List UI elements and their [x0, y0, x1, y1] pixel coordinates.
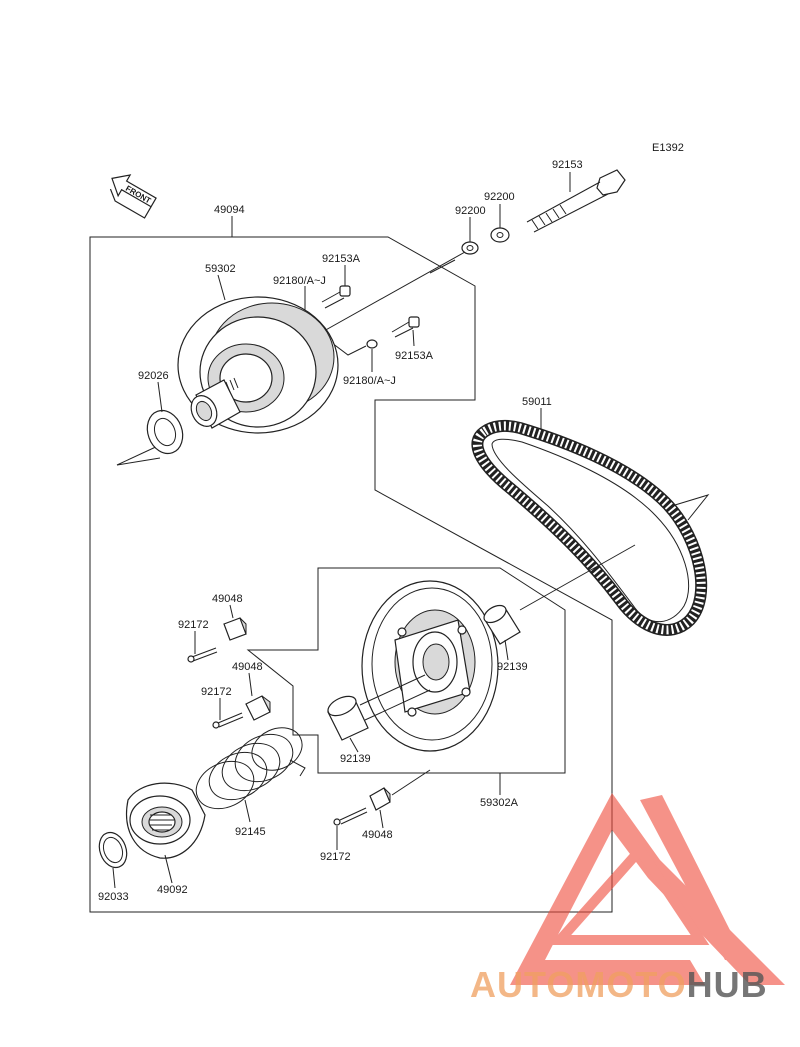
- label-92026: 92026: [138, 370, 169, 382]
- bushing-92139-right: [483, 604, 521, 645]
- label-59302A: 59302A: [480, 797, 519, 809]
- bushing-92139-left: [327, 695, 369, 741]
- spring-92145: [195, 727, 306, 810]
- bolt-92153A-top: [321, 285, 351, 309]
- label-49092: 49092: [157, 884, 188, 896]
- label-92145: 92145: [235, 826, 266, 838]
- label-49048-b: 49048: [232, 661, 263, 673]
- cam-49092: [126, 782, 206, 859]
- slider-49048-a: [223, 617, 247, 641]
- washer-92026: [146, 409, 184, 455]
- front-arrow-icon: FRONT: [109, 174, 157, 219]
- washer-92180-mid: [366, 339, 378, 349]
- label-92172-a: 92172: [178, 619, 209, 631]
- label-92033: 92033: [98, 891, 129, 903]
- label-49048-a: 49048: [212, 593, 243, 605]
- label-92153: 92153: [552, 159, 583, 171]
- label-59011: 59011: [522, 396, 552, 408]
- label-92200-inner: 92200: [455, 205, 486, 217]
- assembly-outline-59302A: [246, 567, 566, 774]
- watermark-brand: AUTOMOTOHUB: [470, 964, 768, 1005]
- watermark-logo: [510, 793, 785, 985]
- label-92153A-mid: 92153A: [395, 350, 434, 362]
- slider-49048-c: [369, 787, 391, 811]
- circlip-92033: [98, 831, 128, 869]
- diagram-code: E1392: [652, 142, 684, 154]
- label-92180-mid: 92180/A~J: [343, 375, 396, 387]
- bolt-92153: [526, 169, 626, 233]
- bolt-92172-b: [212, 712, 244, 729]
- bolt-92172-a: [187, 647, 218, 663]
- label-49048-c: 49048: [362, 829, 393, 841]
- sheave-59302: [177, 296, 339, 434]
- bolt-92153A-mid: [391, 316, 420, 338]
- label-59302: 59302: [205, 263, 236, 275]
- label-92172-b: 92172: [201, 686, 232, 698]
- label-92172-c: 92172: [320, 851, 351, 863]
- label-92153A-top: 92153A: [322, 253, 361, 265]
- label-92200-outer: 92200: [484, 191, 515, 203]
- watermark-brand-part1: AUTOMOTO: [470, 964, 687, 1005]
- slider-49048-b: [245, 695, 271, 721]
- bolt-92172-c: [333, 807, 368, 826]
- label-92180-top: 92180/A~J: [273, 275, 326, 287]
- watermark-brand-part2: HUB: [687, 964, 768, 1005]
- belt-59011: [471, 419, 708, 636]
- washer-92200-outer: [490, 227, 510, 243]
- label-92139-right: 92139: [497, 661, 528, 673]
- label-49094: 49094: [214, 204, 245, 216]
- label-92139-left: 92139: [340, 753, 371, 765]
- sheave-59302A: [361, 580, 499, 752]
- assembly-outline-49094: [89, 236, 613, 913]
